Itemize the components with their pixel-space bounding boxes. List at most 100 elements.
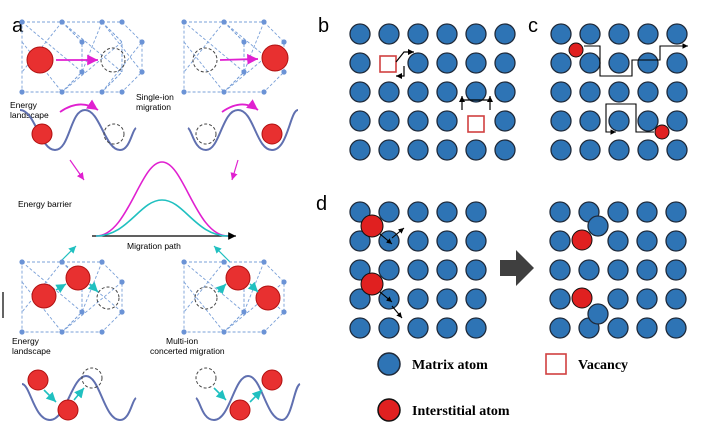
matrix-atom	[549, 288, 571, 310]
matrix-atom	[407, 201, 429, 223]
matrix-atom	[349, 230, 371, 252]
matrix-atom	[465, 201, 487, 223]
matrix-atom	[636, 317, 658, 339]
matrix-atom	[608, 81, 630, 103]
ion-bottom-right-2	[255, 285, 281, 311]
matrix-atoms-b	[349, 23, 516, 161]
concerted-arrow-bl-1	[55, 283, 67, 294]
matrix-atom	[436, 230, 458, 252]
push-arrow-d-2a	[379, 291, 393, 303]
wave-arrow-br-2	[249, 389, 263, 403]
matrix-atom	[637, 139, 659, 161]
ion-wave-bl-2	[57, 399, 79, 421]
multi-ion-barrier-curve	[95, 199, 229, 237]
interstitial-d-left-1	[360, 214, 384, 238]
matrix-atom	[436, 23, 458, 45]
energy-wave-bottom-left	[21, 374, 137, 422]
matrix-atom	[549, 259, 571, 281]
ion-wave-top-left	[31, 123, 53, 145]
matrix-atoms-c	[550, 23, 688, 161]
matrix-atom	[608, 23, 630, 45]
lattice-nodes-bottom-left	[19, 259, 125, 335]
matrix-atom	[436, 110, 458, 132]
matrix-atom	[636, 259, 658, 281]
matrix-atom	[494, 23, 516, 45]
matrix-atom	[550, 110, 572, 132]
energy-landscape-label-top-l1: Energy	[10, 100, 38, 110]
wave-arrow-br-1	[213, 387, 227, 401]
legend-matrix-swatch	[377, 352, 401, 376]
matrix-atom	[494, 139, 516, 161]
matrix-atom	[636, 288, 658, 310]
matrix-atom	[549, 230, 571, 252]
matrix-atom	[637, 23, 659, 45]
matrix-atom	[349, 288, 371, 310]
matrix-atom	[407, 23, 429, 45]
lattice-nodes-top-left	[19, 19, 145, 95]
matrix-atom	[436, 81, 458, 103]
matrix-atom	[436, 288, 458, 310]
legend-vacancy-swatch	[545, 353, 567, 375]
empty-wave-top-right	[195, 123, 217, 145]
interstitial-d-right-2	[571, 287, 593, 309]
matrix-atom	[378, 259, 400, 281]
panel-d-interstitial-displacement: Matrix atom Vacancy Interstitial atom	[349, 201, 687, 422]
ion-wave-br-2	[261, 369, 283, 391]
matrix-atom	[494, 81, 516, 103]
arrow-right-up	[213, 245, 231, 263]
panel-label-b: b	[318, 15, 329, 37]
matrix-atom	[378, 317, 400, 339]
push-arrow-d-1a	[379, 233, 393, 245]
matrix-atom	[579, 139, 601, 161]
lattice-nodes-top-right	[181, 19, 287, 95]
concerted-arrow-bl-2	[87, 281, 99, 293]
interstitial-c-2	[654, 124, 670, 140]
energy-wave-top-right	[187, 108, 299, 152]
energy-wave-bottom-right	[195, 374, 301, 422]
matrix-atom	[608, 52, 630, 74]
push-arrow-d-1b	[391, 227, 405, 239]
matrix-atom	[608, 139, 630, 161]
matrix-atom	[550, 52, 572, 74]
matrix-atom	[637, 110, 659, 132]
matrix-atom	[665, 288, 687, 310]
matrix-atom	[665, 201, 687, 223]
single-ion-barrier-curve	[95, 161, 229, 237]
ion-top-right	[261, 44, 289, 72]
vacancy-b-1	[379, 55, 397, 73]
vacancy-hop-arrow-b-2	[396, 66, 405, 79]
vacancy-b-2	[467, 115, 485, 133]
ion-wave-br-1	[229, 399, 251, 421]
energy-landscape-label-bottom-l1: Energy	[12, 336, 40, 346]
interstitial-path-c-2	[605, 103, 654, 135]
matrix-atom	[666, 52, 688, 74]
hop-arrow-top-right	[221, 99, 259, 113]
matrix-atom	[578, 259, 600, 281]
matrix-atom	[436, 139, 458, 161]
transformation-arrow	[500, 250, 534, 286]
matrix-atom	[550, 81, 572, 103]
interstitial-path-c-1	[584, 43, 688, 77]
matrix-atom	[465, 259, 487, 281]
matrix-atom	[636, 230, 658, 252]
matrix-atom	[436, 201, 458, 223]
matrix-atom	[407, 317, 429, 339]
matrix-atom	[579, 23, 601, 45]
concerted-arrow-br-2	[247, 281, 259, 293]
empty-site-top-left	[100, 47, 126, 73]
energy-landscape-label-bottom-l2: landscape	[12, 346, 51, 356]
legend-interstitial-swatch	[377, 398, 401, 422]
panel-b-vacancy-lattice	[349, 23, 516, 161]
empty-site-top-right	[192, 47, 218, 73]
matrix-atom	[607, 288, 629, 310]
matrix-atom	[607, 317, 629, 339]
matrix-atom	[494, 52, 516, 74]
displaced-atom-d-2	[587, 303, 609, 325]
push-arrow-d-2b	[391, 305, 403, 319]
matrix-atom	[349, 139, 371, 161]
panel-label-c: c	[528, 15, 538, 37]
matrix-atom	[666, 81, 688, 103]
matrix-atom	[666, 110, 688, 132]
matrix-atom	[465, 52, 487, 74]
ion-top-left	[26, 46, 54, 74]
